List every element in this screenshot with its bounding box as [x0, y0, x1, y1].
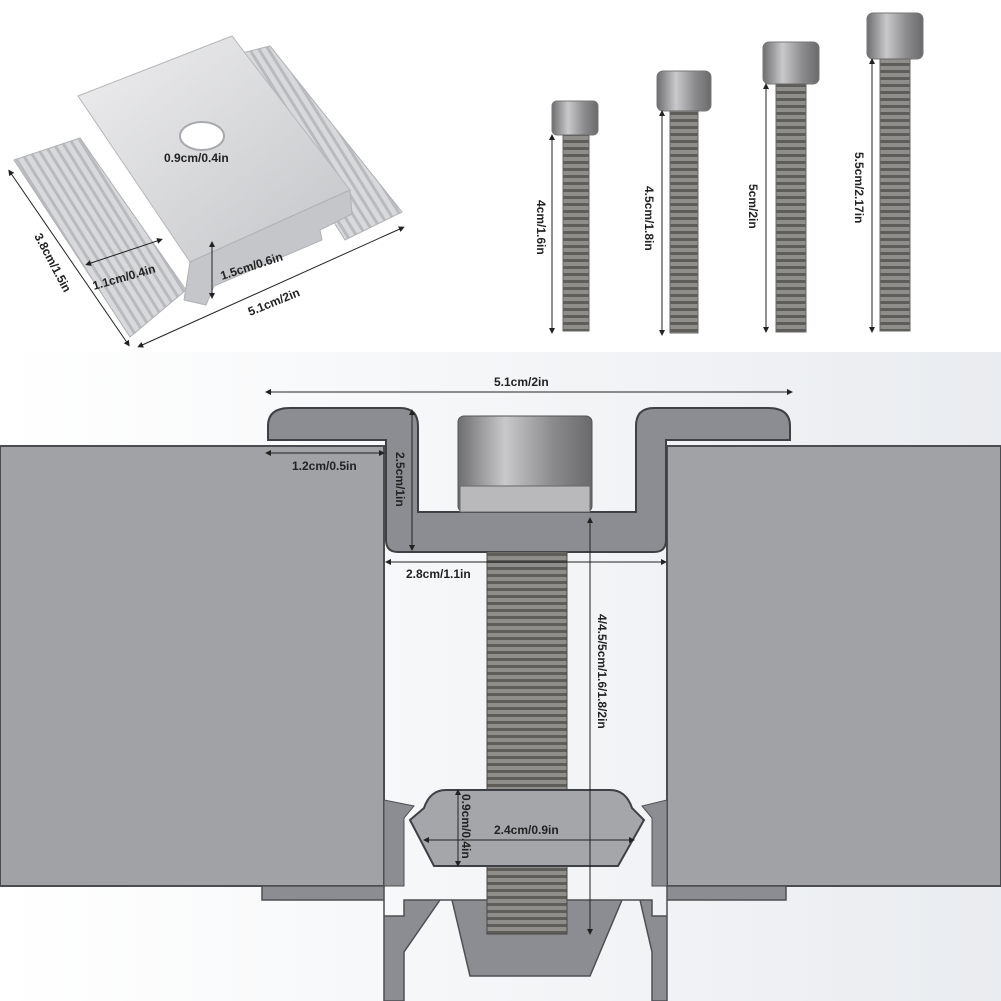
bolt-1: 4cm/1.6in	[534, 100, 599, 334]
cross-section: 5.1cm/2in 1.2cm/0.5in 2.5cm/1in 2.8cm/1.…	[0, 352, 1001, 1001]
clamp-photo: 0.9cm/0.4in 3.8cm/1.5in 1.1cm/0.4in 1.5c…	[8, 35, 405, 348]
bolt-1-label: 4cm/1.6in	[534, 200, 548, 255]
clamp-hole	[179, 121, 225, 151]
bolt-washer	[459, 485, 591, 513]
rail-wall-right	[641, 799, 668, 887]
clamp-width-line	[137, 226, 405, 348]
bolt-3: 5cm/2in	[746, 41, 820, 333]
bolt-length-label: 4/4.5/5cm/1.6/1.8/2in	[595, 614, 609, 729]
bolt-4-label: 5.5cm/2.17in	[852, 152, 866, 223]
nut-width-label: 2.4cm/0.9in	[494, 823, 559, 837]
clamp-hole-label: 0.9cm/0.4in	[164, 151, 229, 165]
clamp-width-label: 5.1cm/2in	[246, 285, 302, 318]
bolts-group: 4cm/1.6in 4.5cm/1.8in 5cm/2in 5.5cm/2.17…	[534, 12, 924, 336]
clamp-profile	[267, 407, 791, 553]
left-panel	[0, 445, 385, 887]
lip-label: 1.2cm/0.5in	[292, 459, 357, 473]
bolt-2: 4.5cm/1.8in	[642, 70, 712, 336]
bolt-2-label: 4.5cm/1.8in	[642, 186, 656, 251]
t-nut	[408, 789, 646, 867]
clamp-length-line	[8, 169, 130, 347]
rail-wall-left	[383, 799, 415, 887]
top-width-label: 5.1cm/2in	[494, 375, 549, 389]
bolt-3-label: 5cm/2in	[746, 184, 760, 229]
nut-height-label: 0.9cm/0.4in	[459, 794, 473, 859]
bolt-4: 5.5cm/2.17in	[852, 12, 924, 333]
rail-profile	[261, 885, 787, 1001]
channel-width-label: 2.8cm/1.1in	[406, 567, 471, 581]
right-panel	[666, 445, 1001, 887]
depth-label: 2.5cm/1in	[393, 452, 407, 507]
bolt-shaft	[486, 551, 568, 935]
